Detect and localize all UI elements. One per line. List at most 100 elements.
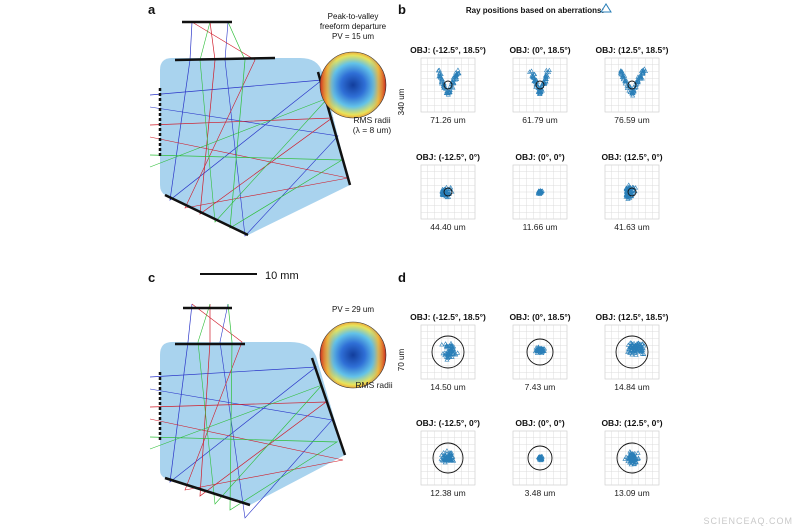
spot-point xyxy=(447,450,453,455)
airy-circle xyxy=(431,335,465,369)
ray-bundle xyxy=(149,303,344,519)
rms-value: 76.59 um xyxy=(614,115,649,125)
spot-point xyxy=(630,187,636,192)
spot-point xyxy=(450,85,456,90)
spot-point xyxy=(533,84,539,89)
spot-point xyxy=(449,352,455,357)
airy-circle xyxy=(432,442,464,474)
spot-point xyxy=(537,348,543,354)
spot-point xyxy=(635,78,641,83)
spot-point xyxy=(635,74,641,79)
watermark: SCIENCEAQ.COM xyxy=(703,516,793,526)
optical-system-c xyxy=(149,303,347,519)
rms-label-bottom: RMS radii xyxy=(355,380,392,390)
obj-label: OBJ: (0°, 18.5°) xyxy=(509,312,570,322)
spot-point xyxy=(641,351,647,356)
spot-diagram: OBJ: (0°, 0°)11.66 um xyxy=(512,152,568,232)
spot-diagrams-top: OBJ: (-12.5°, 18.5°)71.26 um OBJ: (0°, 18… xyxy=(410,45,669,232)
rms-value: 71.26 um xyxy=(430,115,465,125)
scale-label-top: 340 um xyxy=(397,88,406,115)
spot-point xyxy=(627,195,633,200)
spot-point xyxy=(633,352,639,357)
spot-diagram: OBJ: (-12.5°, 18.5°)71.26 um xyxy=(410,45,486,125)
spot-point xyxy=(532,77,538,83)
spot-point xyxy=(451,344,457,349)
spot-point xyxy=(635,450,641,455)
panel-label-a: a xyxy=(148,2,156,17)
map-title-line-3: PV = 15 um xyxy=(332,32,374,41)
ray xyxy=(149,21,329,223)
spot-point xyxy=(627,350,633,355)
spot-point xyxy=(532,71,538,77)
spot-point xyxy=(440,351,446,356)
spot-point xyxy=(445,92,451,97)
panel-label-b: b xyxy=(398,2,406,17)
spot-point xyxy=(628,450,634,456)
spot-point xyxy=(453,72,459,78)
rms-value: 44.40 um xyxy=(430,222,465,232)
spot-diagram: OBJ: (12.5°, 0°)13.09 um xyxy=(601,418,662,498)
airy-circle xyxy=(526,338,554,366)
spot-point xyxy=(635,456,641,461)
ray xyxy=(149,21,349,209)
freeform-surface xyxy=(174,56,276,62)
spot-point xyxy=(626,182,632,187)
obj-label: OBJ: (12.5°, 0°) xyxy=(601,152,662,162)
departure-map-a xyxy=(319,51,387,119)
rms-value: 14.50 um xyxy=(430,382,465,392)
map-title-line-1: Peak-to-valley xyxy=(328,12,379,21)
prism-body xyxy=(160,342,345,505)
ray xyxy=(149,303,333,519)
spot-point xyxy=(438,456,444,461)
spot-point xyxy=(618,68,624,73)
spot-point xyxy=(443,86,449,91)
obj-label: OBJ: (0°, 0°) xyxy=(515,418,564,428)
spot-point xyxy=(451,74,457,80)
spot-diagram: OBJ: (-12.5°, 18.5°)14.50 um xyxy=(410,312,486,392)
spot-point xyxy=(438,79,445,84)
spot-point xyxy=(633,459,639,465)
spot-point xyxy=(538,87,544,92)
spot-point xyxy=(443,341,449,346)
spot-point xyxy=(536,85,542,90)
rms-value: 14.84 um xyxy=(614,382,649,392)
bottom-mirror xyxy=(164,193,249,237)
ray xyxy=(149,21,334,215)
panel-label-c: c xyxy=(148,270,155,285)
spot-point xyxy=(640,70,646,75)
departure-map-c xyxy=(319,321,387,389)
rms-label-top-1: RMS radii xyxy=(353,115,390,125)
spot-point xyxy=(453,77,459,82)
spot-point xyxy=(443,457,449,462)
spot-point xyxy=(435,68,441,73)
triangle-marker-icon xyxy=(600,3,612,13)
spot-point xyxy=(620,76,626,82)
spot-point xyxy=(628,190,634,196)
spot-point xyxy=(639,351,645,356)
right-mirror xyxy=(310,357,347,456)
spot-point xyxy=(630,89,637,94)
spot-point xyxy=(623,454,629,459)
spot-point xyxy=(627,340,633,345)
spot-point xyxy=(442,452,448,458)
airy-circle xyxy=(616,442,648,474)
spot-point xyxy=(446,351,452,356)
spot-point xyxy=(540,346,546,351)
spot-point xyxy=(443,354,449,359)
spot-point xyxy=(455,350,461,355)
spot-point xyxy=(442,350,448,355)
spot-diagram: OBJ: (-12.5°, 0°)12.38 um xyxy=(416,418,480,498)
rms-value: 7.43 um xyxy=(525,382,556,392)
spot-point xyxy=(447,452,453,457)
spot-point xyxy=(437,70,443,75)
spot-point xyxy=(544,72,550,77)
spot-point xyxy=(439,342,445,347)
spot-point xyxy=(542,80,548,85)
spot-diagrams-bottom: OBJ: (-12.5°, 18.5°)14.50 um OBJ: (0°, 18… xyxy=(410,312,669,498)
rms-label-top-2: (λ = 8 um) xyxy=(353,125,392,135)
map-title-line-2: freeform departure xyxy=(320,22,387,31)
spot-point xyxy=(445,457,451,462)
spot-point xyxy=(453,352,459,357)
spot-point xyxy=(453,70,459,75)
obj-label: OBJ: (0°, 18.5°) xyxy=(509,45,570,55)
